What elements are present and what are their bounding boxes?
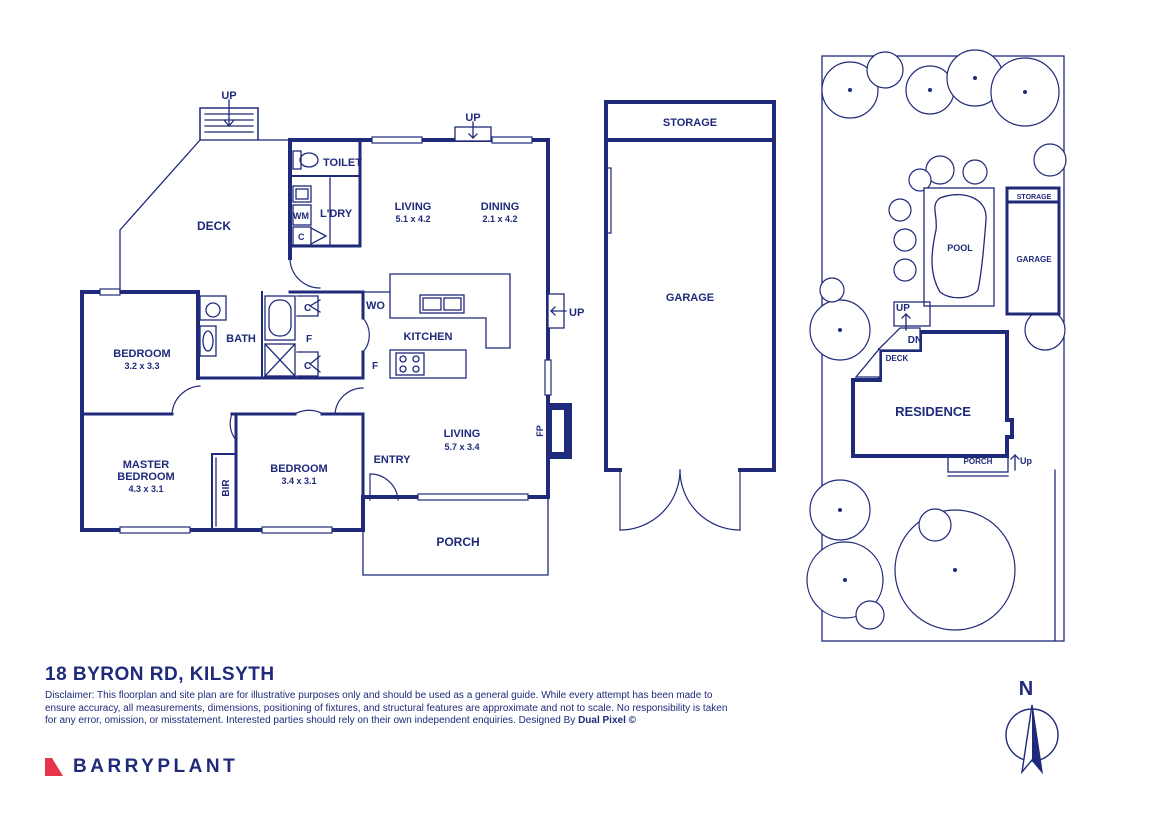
siteplan-labels: POOL STORAGE GARAGE UP DN DECK RESIDENCE… (886, 194, 1053, 700)
label-cupboard-bath-2: C (304, 361, 311, 372)
label-up-side: UP (569, 307, 584, 319)
label-fp: FP (535, 425, 545, 437)
site-pool (923, 187, 995, 307)
label-bedroom-left-dims: 3.2 x 3.3 (124, 361, 159, 371)
site-label-deck: DECK (886, 354, 909, 363)
label-bedroom-left: BEDROOM (113, 348, 170, 360)
site-label-garage: GARAGE (1016, 255, 1052, 264)
garage-outline (604, 100, 776, 531)
fixtures (199, 150, 511, 527)
label-bir: BIR (221, 479, 232, 497)
label-deck: DECK (197, 219, 231, 233)
label-porch: PORCH (436, 535, 479, 549)
site-label-porch-up: Up (1020, 456, 1032, 466)
property-address: 18 BYRON RD, KILSYTH (45, 664, 275, 685)
porch-outline (362, 496, 549, 576)
label-storage: STORAGE (663, 117, 717, 129)
label-bath: BATH (226, 333, 256, 345)
label-dining-dims: 2.1 x 4.2 (482, 214, 517, 224)
site-porch (947, 454, 1020, 477)
site-label-storage: STORAGE (1017, 194, 1052, 201)
site-label-porch: PORCH (964, 457, 993, 466)
site-residence (851, 330, 1014, 458)
label-fridge-1: F (306, 334, 312, 345)
brand-mark-icon (45, 758, 63, 776)
label-master-1: MASTER (123, 459, 170, 471)
living-step (454, 121, 492, 142)
label-up-deck: UP (221, 90, 236, 102)
brand-logo: BARRYPLANT (45, 756, 238, 778)
compass-north-label: N (1019, 678, 1033, 700)
label-cupboard-bath-1: C (304, 303, 311, 314)
compass-symbol (1005, 704, 1059, 775)
label-bedroom-mid-dims: 3.4 x 3.1 (281, 476, 316, 486)
label-bedroom-mid: BEDROOM (270, 463, 327, 475)
label-wm: WM (293, 211, 309, 221)
site-garage (1005, 186, 1061, 316)
label-up-living: UP (465, 112, 480, 124)
label-living-bottom: LIVING (444, 428, 481, 440)
site-deck (854, 327, 921, 378)
label-kitchen: KITCHEN (404, 331, 453, 343)
disclaimer-text: Disclaimer: This floorplan and site plan… (45, 690, 735, 728)
site-label-dn: DN (908, 335, 922, 346)
label-master-2: BEDROOM (117, 471, 174, 483)
site-steps (893, 301, 931, 331)
label-living-top: LIVING (395, 201, 432, 213)
label-master-dims: 4.3 x 3.1 (128, 484, 163, 494)
label-toilet: TOILET (323, 157, 362, 169)
deck-outline (119, 99, 291, 293)
label-living-bottom-dims: 5.7 x 3.4 (444, 442, 479, 452)
windows (99, 136, 612, 534)
side-step (547, 293, 567, 329)
label-living-top-dims: 5.1 x 4.2 (395, 214, 430, 224)
tree-trunk-dots (838, 76, 1027, 582)
label-wo: WO (366, 300, 385, 312)
floorplan-labels: UP DECK TOILET L'DRY WM C UP LIVING 5.1 … (113, 90, 717, 549)
brand-name: BARRYPLANT (73, 756, 239, 777)
label-entry: ENTRY (374, 454, 412, 466)
label-garage: GARAGE (666, 292, 714, 304)
label-cupboard-laundry: C (298, 232, 305, 242)
site-label-pool: POOL (947, 243, 973, 253)
designer-credit: Dual Pixel © (578, 715, 637, 726)
doors (171, 257, 399, 501)
disclaimer-body: Disclaimer: This floorplan and site plan… (45, 690, 728, 726)
site-label-residence: RESIDENCE (895, 404, 971, 419)
label-dining: DINING (481, 201, 520, 213)
site-label-up: UP (896, 303, 910, 314)
label-fridge-2: F (372, 361, 378, 372)
label-laundry: L'DRY (320, 208, 353, 220)
